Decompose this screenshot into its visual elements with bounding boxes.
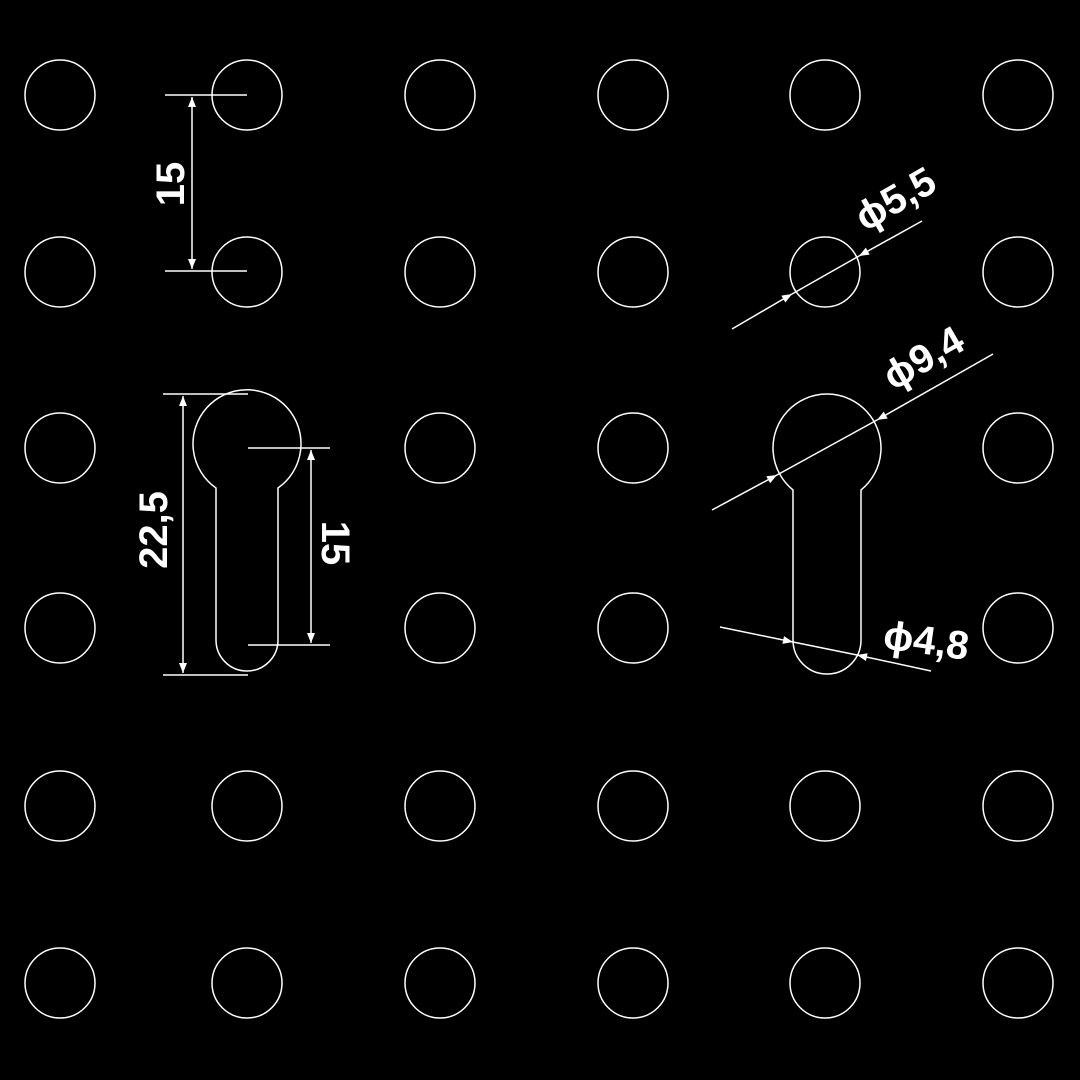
hole: [789, 770, 861, 842]
dim-slot-center-distance: 15: [313, 521, 357, 566]
keyhole-slot-right: [772, 393, 882, 675]
hole: [789, 236, 861, 308]
hole: [789, 59, 861, 131]
dimension-lines: [163, 94, 994, 676]
hole: [211, 770, 283, 842]
hole: [24, 592, 96, 664]
hole: [982, 412, 1054, 484]
hole: [404, 592, 476, 664]
hole: [24, 947, 96, 1019]
dim-hole-diameter: ϕ5,5: [848, 159, 944, 240]
hole: [211, 236, 283, 308]
hole: [597, 947, 669, 1019]
hole: [597, 236, 669, 308]
hole: [24, 236, 96, 308]
hole: [597, 59, 669, 131]
dim-slot-head-diameter: ϕ9,4: [876, 318, 973, 399]
hole: [597, 770, 669, 842]
hole: [404, 770, 476, 842]
hole: [24, 412, 96, 484]
hole: [24, 59, 96, 131]
hole: [404, 236, 476, 308]
hole: [597, 592, 669, 664]
hole: [24, 770, 96, 842]
dim-slot-total-length: 22,5: [132, 491, 176, 569]
hole: [597, 412, 669, 484]
hole: [789, 947, 861, 1019]
hole: [982, 59, 1054, 131]
hole: [404, 59, 476, 131]
hole-grid: [24, 59, 1054, 1019]
hole: [982, 947, 1054, 1019]
dim-pitch-vertical: 15: [149, 162, 193, 207]
hole: [982, 236, 1054, 308]
hole: [404, 412, 476, 484]
hole: [982, 592, 1054, 664]
dim-slot-tail-diameter: ϕ4,8: [881, 613, 972, 668]
hole: [982, 770, 1054, 842]
hole: [404, 947, 476, 1019]
keyhole-slot-left: [192, 389, 302, 672]
hole: [211, 947, 283, 1019]
